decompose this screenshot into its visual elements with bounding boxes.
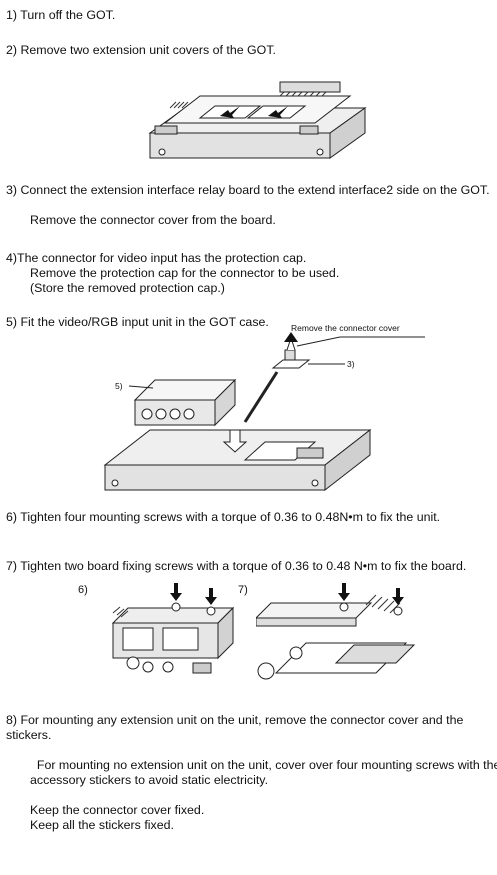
step-4-text: 4)The connector for video input has the … — [6, 251, 307, 265]
step-3-text: 3) Connect the extension interface relay… — [6, 183, 490, 197]
step-8-sub-text-1-content: For mounting no extension unit on the un… — [30, 758, 497, 787]
figure-mounting-screws: 6) — [78, 583, 238, 683]
step-5-text: 5) Fit the video/RGB input unit in the G… — [6, 315, 269, 329]
remove-connector-cover-callout: Remove the connector cover — [291, 323, 400, 333]
step-8-sub-text-3: Keep all the stickers fixed. — [30, 818, 174, 832]
step-8-sub-text-2: Keep the connector cover fixed. — [30, 803, 205, 817]
step-7-text: 7) Tighten two board fixing screws with … — [6, 559, 467, 573]
figure-7-label: 7) — [238, 584, 248, 596]
figure-board-fixing-screws: 7) — [238, 583, 418, 683]
figure-got-extension-covers — [140, 68, 370, 168]
step-4-sub-text-1: Remove the protection cap for the connec… — [30, 266, 340, 280]
step-3-sub-text: Remove the connector cover from the boar… — [30, 213, 276, 227]
step-6-text: 6) Tighten four mounting screws with a t… — [6, 510, 441, 524]
figure-video-rgb-unit: Remove the connector cover 5) 3) — [95, 323, 425, 505]
step-4-sub-text-2: (Store the removed protection cap.) — [30, 281, 225, 295]
step-8-text: 8) For mounting any extension unit on th… — [6, 713, 467, 742]
step-1-text: 1) Turn off the GOT. — [6, 8, 116, 22]
figure-5-label-left: 5) — [115, 381, 123, 391]
figure-5-label-right: 3) — [347, 359, 355, 369]
step-8-sub-text-1: For mounting no extension unit on the un… — [6, 743, 497, 788]
step-2-text: 2) Remove two extension unit covers of t… — [6, 43, 276, 57]
figure-6-label: 6) — [78, 584, 88, 596]
